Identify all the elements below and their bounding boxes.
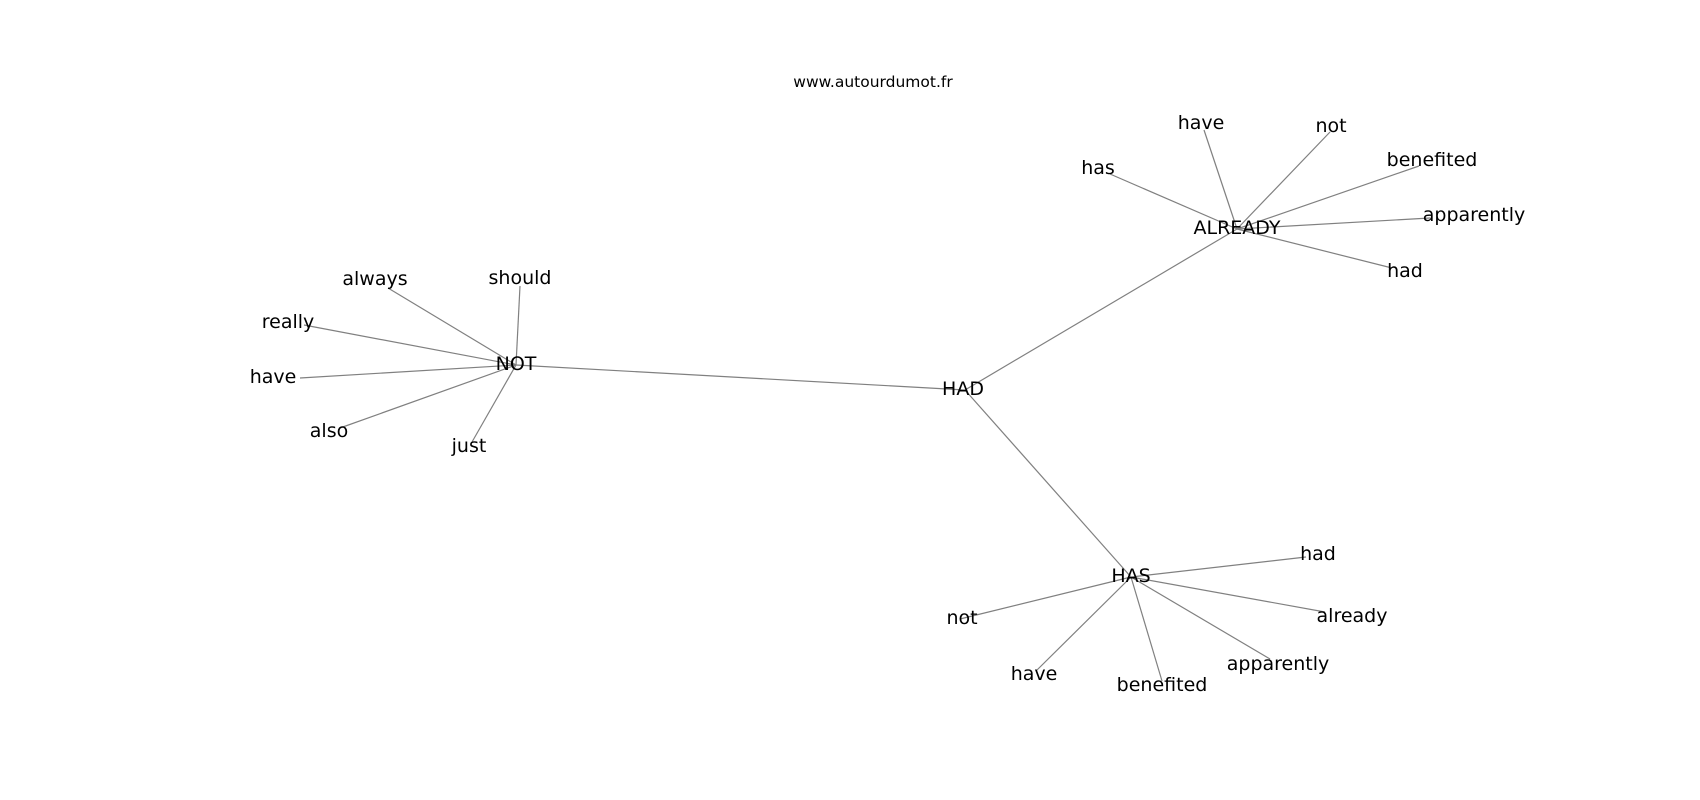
edge-has-hub-to-has-apparently (1130, 576, 1271, 660)
node-label-already-apparently: apparently (1423, 204, 1526, 226)
edge-has-hub-to-has-had (1130, 556, 1307, 578)
node-label-not-really: really (262, 311, 315, 333)
node-label-not-should: should (489, 267, 552, 289)
node-label-already-has: has (1081, 157, 1115, 179)
node-label-not-just: just (451, 435, 487, 457)
node-label-has-already: already (1317, 605, 1388, 627)
node-label-not-hub: NOT (496, 353, 537, 375)
edge-already-hub-to-already-have (1203, 129, 1238, 230)
edge-not-hub-to-not-always (387, 287, 517, 366)
node-label-has-apparently: apparently (1227, 653, 1330, 675)
edge-not-hub-to-not-should (515, 285, 521, 366)
node-label-already-have: have (1178, 112, 1225, 134)
graph-labels: HAD NOT ALREADY HAS always should really have al… (250, 112, 1526, 696)
node-label-already-not: not (1315, 115, 1346, 137)
node-label-has-benefited: benefited (1117, 674, 1208, 696)
node-label-has-hub: HAS (1111, 565, 1150, 587)
node-label-has-had: had (1300, 543, 1336, 565)
graph-edges (299, 129, 1431, 682)
edge-not-hub-to-not-have (299, 364, 517, 379)
edge-not-hub-to-not-also (339, 364, 517, 429)
edge-already-hub-to-already-had (1236, 228, 1393, 269)
node-label-has-have: have (1011, 663, 1058, 685)
node-label-already-benefited: benefited (1387, 149, 1478, 171)
node-label-had-center: HAD (942, 378, 984, 400)
node-label-has-not: not (946, 607, 977, 629)
edge-not-hub-to-not-really (303, 324, 517, 366)
edge-has-hub-to-has-benefited (1130, 576, 1163, 682)
node-label-not-always: always (342, 268, 407, 290)
edge-had-center-to-has-hub (964, 389, 1132, 578)
watermark-text: www.autourdumot.fr (793, 73, 953, 91)
node-label-not-have: have (250, 366, 297, 388)
edge-has-hub-to-has-not (959, 576, 1132, 620)
edge-has-hub-to-has-already (1130, 576, 1326, 613)
edge-not-hub-to-not-just (471, 364, 517, 443)
edge-already-hub-to-already-not (1236, 131, 1331, 230)
node-label-already-had: had (1387, 260, 1423, 282)
edge-had-center-to-not-hub (515, 364, 966, 391)
edge-already-hub-to-already-apparently (1236, 217, 1431, 230)
edge-already-hub-to-already-has (1109, 173, 1238, 230)
edge-had-center-to-already-hub (964, 228, 1238, 391)
edge-has-hub-to-has-have (1035, 576, 1132, 672)
node-label-not-also: also (310, 420, 348, 442)
edge-already-hub-to-already-benefited (1236, 165, 1420, 230)
node-label-already-hub: ALREADY (1194, 217, 1281, 239)
